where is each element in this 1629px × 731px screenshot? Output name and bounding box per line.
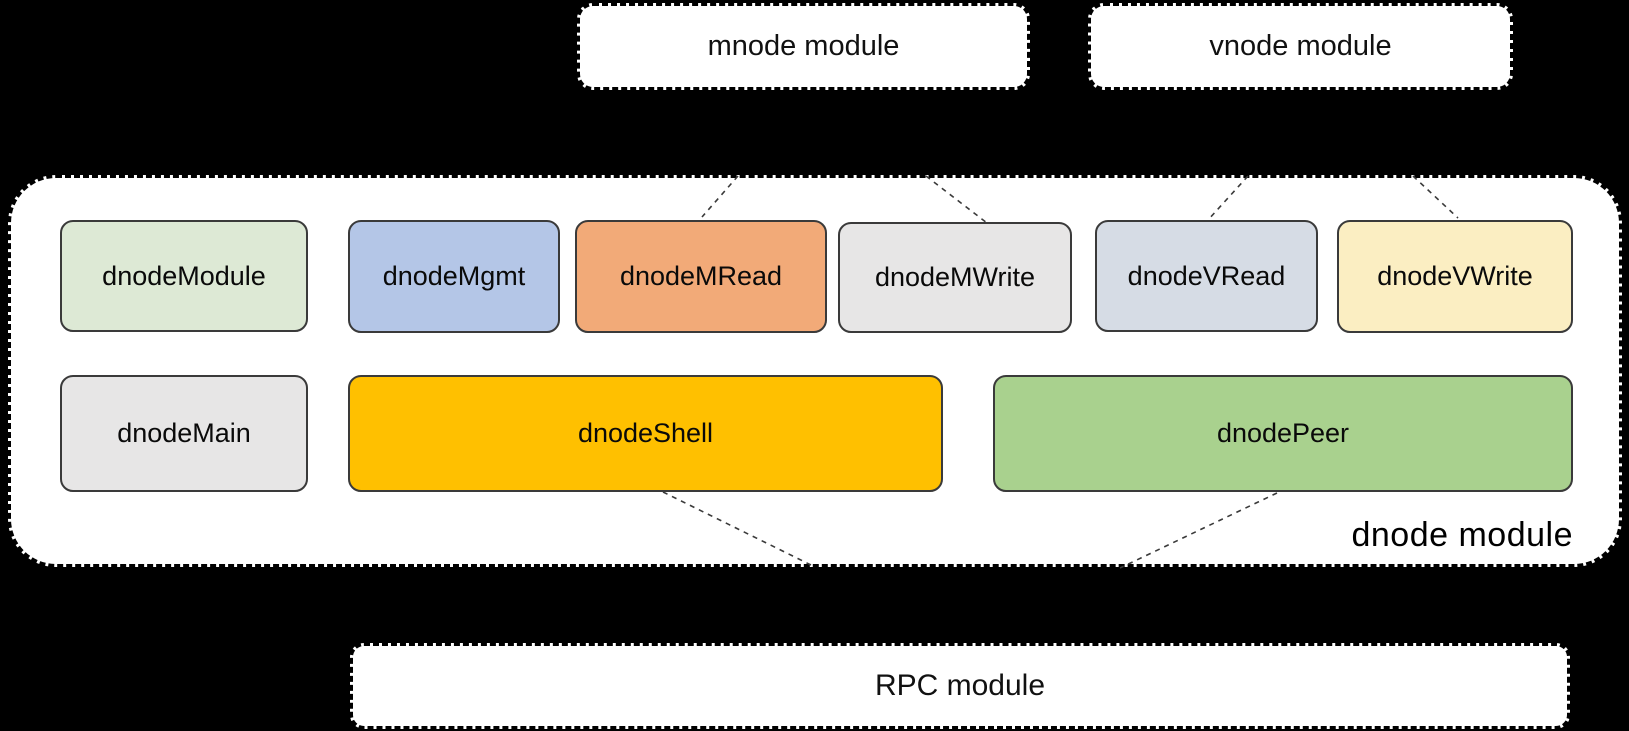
dnodeMRead-label: dnodeMRead [619, 261, 783, 291]
dnodeVWrite-box: dnodeVWrite [1337, 220, 1573, 333]
dnodeShell-box: dnodeShell [348, 375, 943, 492]
dnodeMgmt-label: dnodeMgmt [382, 261, 526, 291]
dnodePeer-label: dnodePeer [1216, 418, 1350, 448]
dnodePeer-box: dnodePeer [993, 375, 1573, 492]
dnodeMRead-box: dnodeMRead [575, 220, 827, 333]
vnode-module-box: vnode module [1088, 3, 1513, 90]
dnodeShell-label: dnodeShell [577, 418, 714, 448]
dnodeMWrite-box: dnodeMWrite [838, 222, 1072, 333]
dnodeModule-label: dnodeModule [102, 260, 266, 291]
dnodeMain-box: dnodeMain [60, 375, 308, 492]
dnodeVWrite-label: dnodeVWrite [1377, 261, 1533, 291]
dnode-module-label: dnode module [1351, 516, 1573, 554]
mnode-module-label: mnode module [707, 30, 900, 62]
rpc-module-label: RPC module [874, 669, 1046, 702]
rpc-module-box: RPC module [350, 643, 1570, 729]
mnode-module-box: mnode module [577, 3, 1030, 90]
dnodeMain-label: dnodeMain [117, 418, 251, 448]
vnode-module-label: vnode module [1209, 30, 1392, 62]
dnodeVRead-box: dnodeVRead [1095, 220, 1318, 332]
dnodeMgmt-box: dnodeMgmt [348, 220, 560, 333]
dnodeModule-box: dnodeModule [60, 220, 308, 332]
dnodeMWrite-label: dnodeMWrite [874, 262, 1036, 292]
dnodeVRead-label: dnodeVRead [1127, 260, 1286, 291]
